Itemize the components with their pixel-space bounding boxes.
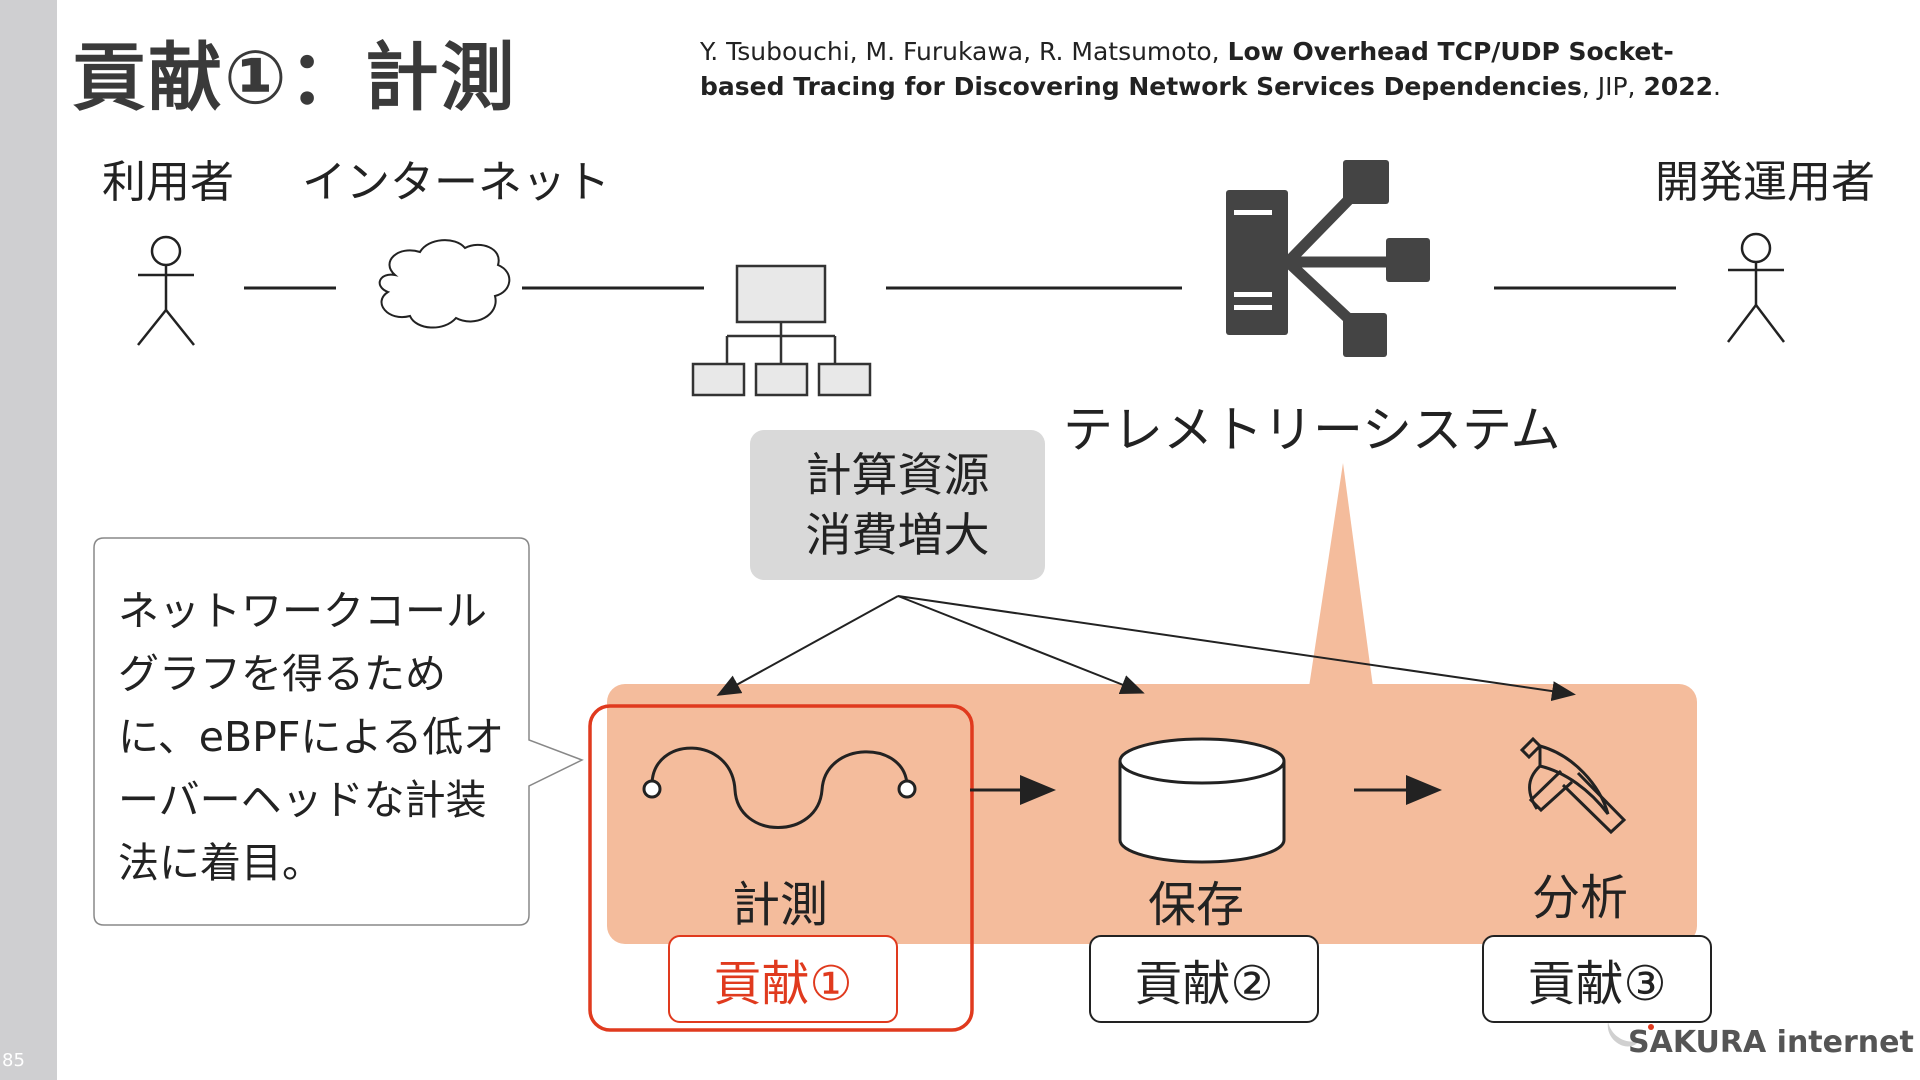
- slide-number: 85: [2, 1050, 25, 1071]
- side-bar: [0, 0, 57, 1080]
- callout-bubble: [93, 537, 584, 926]
- operator-label: 開発運用者: [1655, 157, 1875, 208]
- resource-consumption-box: 計算資源 消費増大: [750, 430, 1045, 580]
- pickaxe-icon: [1519, 736, 1627, 835]
- citation: Y. Tsubouchi, M. Furukawa, R. Matsumoto,…: [700, 34, 1721, 104]
- telemetry-label: テレメトリーシステム: [1063, 401, 1561, 459]
- user-label: 利用者: [102, 157, 234, 208]
- citation-year: 2022: [1643, 72, 1714, 101]
- step-label-measure: 計測: [732, 877, 829, 933]
- contribution-1-box: 貢献①: [668, 935, 898, 1023]
- slide-title: 貢献①：計測: [72, 35, 517, 121]
- step-label-analyze: 分析: [1532, 870, 1629, 926]
- highlight-frame: [588, 704, 974, 1032]
- resource-line-1: 計算資源: [805, 448, 990, 502]
- internet-label: インターネット: [302, 157, 610, 208]
- citation-end: .: [1713, 72, 1721, 101]
- callout-text: ネットワークコールグラフを得るために、eBPFによる低オーバーヘッドな計装法に着…: [118, 587, 505, 887]
- wave-icon: [642, 746, 917, 829]
- citation-venue: , JIP,: [1581, 72, 1644, 101]
- sakura-logo-text: SAKURA internet: [1628, 1025, 1914, 1060]
- step-label-store: 保存: [1148, 877, 1245, 933]
- internet-cloud-icon: [378, 239, 511, 329]
- user-person-icon: [137, 235, 195, 346]
- resource-arrows: [716, 595, 1576, 702]
- citation-paper-title-1: Low Overhead TCP/UDP Socket-: [1227, 37, 1674, 66]
- telemetry-server-icon: [1226, 160, 1430, 357]
- citation-paper-title-2: based Tracing for Discovering Network Se…: [700, 72, 1582, 101]
- resource-line-2: 消費増大: [805, 508, 990, 562]
- database-icon: [1118, 737, 1286, 864]
- contribution-2-box: 貢献②: [1089, 935, 1319, 1023]
- network-hierarchy-icon: [691, 264, 872, 397]
- contribution-3-box: 貢献③: [1482, 935, 1712, 1023]
- operator-person-icon: [1727, 232, 1785, 343]
- citation-authors: Y. Tsubouchi, M. Furukawa, R. Matsumoto,: [700, 37, 1228, 66]
- sakura-logo-icon: [1607, 1022, 1654, 1047]
